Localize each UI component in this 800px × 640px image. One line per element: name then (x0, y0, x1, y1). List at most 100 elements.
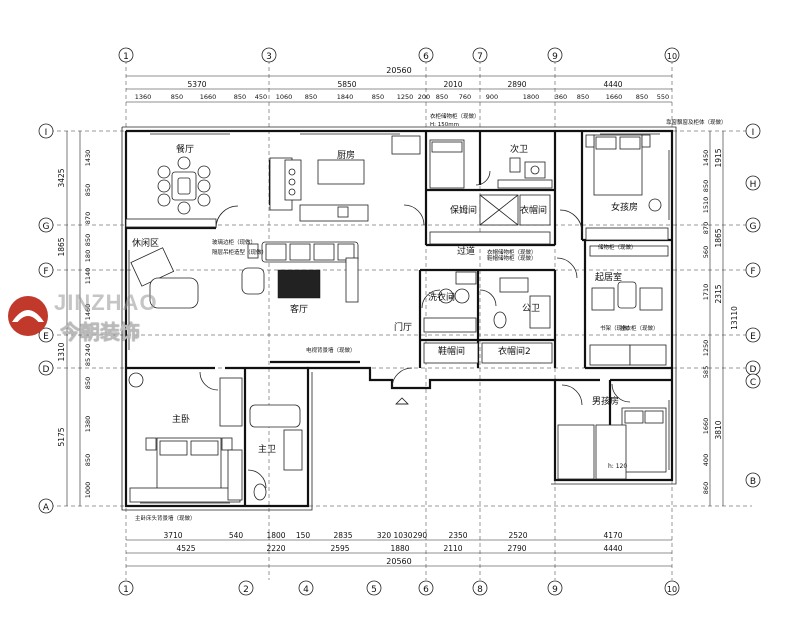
public-bath-fixtures (493, 277, 551, 329)
room-label-dining: 餐厅 (176, 143, 194, 155)
note: 玻璃边柜（现做） (212, 238, 256, 246)
laundry-fixtures (423, 271, 477, 333)
overall-dimension-top: 20560 (386, 66, 411, 75)
svg-text:2890: 2890 (507, 80, 526, 89)
axis-label: 3 (266, 52, 272, 62)
svg-text:5370: 5370 (187, 80, 206, 89)
door-swings (199, 170, 631, 489)
svg-text:585: 585 (702, 366, 710, 378)
svg-text:4170: 4170 (603, 531, 622, 540)
svg-text:1460: 1460 (84, 304, 92, 321)
kitchen-counters (269, 135, 421, 222)
room-labels: 餐厅 厨房 休闲区 客厅 门厅 保姆间 衣帽间 过道 次卫 女孩房 起居室 洗衣… (132, 143, 638, 455)
logo-brand-text: JINZHAO (54, 290, 158, 315)
sitting-room-furniture (589, 245, 669, 366)
svg-text:2520: 2520 (508, 531, 527, 540)
exterior-walls (121, 126, 677, 511)
svg-text:1710: 1710 (702, 284, 710, 301)
svg-text:850: 850 (305, 93, 317, 101)
svg-text:1000: 1000 (84, 482, 92, 499)
axis-label: 2 (243, 585, 249, 595)
room-label-secondary-bath: 次卫 (510, 143, 528, 155)
left-dimensions: 3425 1865 1310 5175 1430 850 870 850 180… (57, 131, 92, 506)
right-dimensions: 1450 850 1510 870 560 1710 1250 585 1660… (702, 131, 739, 506)
svg-text:1800: 1800 (266, 531, 285, 540)
room-label-public-bath: 公卫 (522, 303, 540, 314)
dining-table (157, 156, 211, 215)
svg-text:560: 560 (702, 246, 710, 258)
room-label-laundry: 洗衣间 (428, 291, 455, 303)
svg-text:760: 760 (459, 93, 471, 101)
svg-text:2220: 2220 (266, 544, 285, 553)
master-bath-fixtures (227, 404, 303, 501)
note: 主卧床头背景墙（现做） (135, 514, 196, 522)
svg-text:1880: 1880 (390, 544, 409, 553)
svg-text:1865: 1865 (57, 237, 66, 256)
svg-text:850: 850 (84, 454, 92, 466)
axis-label: 9 (552, 585, 558, 595)
svg-text:850: 850 (84, 184, 92, 196)
svg-text:1800: 1800 (523, 93, 540, 101)
room-label-girl-room: 女孩房 (611, 201, 638, 213)
axis-label: B (750, 477, 756, 487)
svg-text:240: 240 (84, 344, 92, 356)
svg-text:1250: 1250 (397, 93, 414, 101)
axis-label: D (750, 365, 757, 375)
note: H: 150mm (430, 122, 459, 128)
secondary-bath-fixtures (497, 157, 553, 189)
axis-label: 5 (371, 585, 377, 595)
axis-label: 6 (423, 585, 429, 595)
svg-text:1430: 1430 (84, 150, 92, 167)
axis-label: 1 (123, 52, 129, 62)
room-label-master-bed: 主卧 (172, 413, 190, 425)
room-label-living: 客厅 (290, 303, 308, 315)
bottom-axis-markers: 1 2 4 5 6 8 9 10 (118, 580, 680, 596)
svg-text:1060: 1060 (276, 93, 293, 101)
svg-text:13110: 13110 (730, 306, 739, 330)
annotations: 玻璃边柜（现做） 隔层吊柜造型（现做） 电视背景墙（现做） 主卧床头背景墙（现做… (135, 112, 727, 522)
svg-text:3810: 3810 (714, 420, 723, 439)
svg-text:1840: 1840 (337, 93, 354, 101)
room-label-kitchen: 厨房 (337, 149, 355, 161)
axis-label: H (750, 180, 757, 190)
svg-text:5850: 5850 (337, 80, 356, 89)
note: 隔层吊柜造型（现做） (212, 248, 267, 256)
axis-label: 10 (667, 585, 677, 594)
axis-label: F (43, 267, 48, 277)
svg-text:4525: 4525 (176, 544, 195, 553)
svg-text:400: 400 (702, 454, 710, 466)
svg-text:1250: 1250 (702, 340, 710, 357)
svg-text:5175: 5175 (57, 427, 66, 446)
axis-label: 7 (477, 52, 483, 62)
svg-text:180: 180 (84, 250, 92, 262)
svg-text:4440: 4440 (603, 544, 622, 553)
note: 书架（现做） (600, 324, 633, 332)
svg-text:850: 850 (84, 377, 92, 389)
axis-label: A (43, 503, 50, 513)
right-axis-markers: I H G F E D C B (745, 123, 761, 488)
room-label-cloak: 衣帽间 (520, 204, 547, 216)
girl-room-bed (585, 134, 669, 241)
logo-chinese-text: 今朝装饰 (60, 320, 140, 344)
svg-text:320: 320 (377, 531, 392, 540)
axis-label: 9 (552, 52, 558, 62)
living-sofa (241, 241, 360, 364)
axis-label: D (43, 365, 50, 375)
svg-text:450: 450 (255, 93, 267, 101)
svg-text:360: 360 (555, 93, 567, 101)
svg-text:1865: 1865 (714, 228, 723, 247)
room-label-leisure: 休闲区 (132, 237, 159, 249)
svg-text:1380: 1380 (84, 416, 92, 433)
svg-text:870: 870 (702, 222, 710, 234)
logo-mark-icon (8, 296, 48, 336)
axis-label: F (750, 267, 755, 277)
svg-text:2315: 2315 (714, 284, 723, 303)
svg-text:85: 85 (84, 358, 92, 366)
svg-text:2835: 2835 (333, 531, 352, 540)
svg-text:1510: 1510 (702, 197, 710, 214)
axis-label: I (752, 128, 755, 138)
shoe-cabinets (423, 342, 553, 364)
svg-text:1310: 1310 (57, 342, 66, 361)
axis-label: 4 (303, 585, 309, 595)
svg-text:1360: 1360 (135, 93, 152, 101)
